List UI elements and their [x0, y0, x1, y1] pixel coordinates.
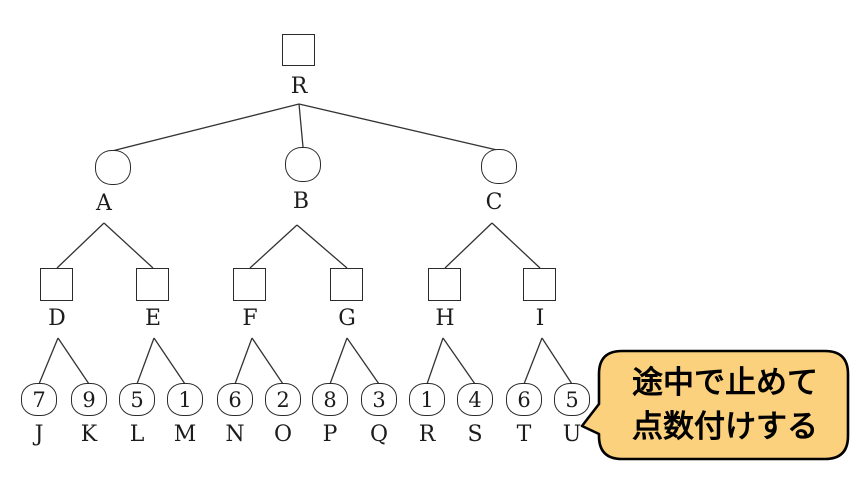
node-I-square: [523, 268, 556, 301]
leaf-U-label: U: [562, 422, 582, 447]
node-D-square: [40, 268, 73, 301]
speech-bubble-text: 途中で止めて 点数付けする: [601, 352, 849, 458]
node-I-label: I: [535, 306, 545, 331]
leaf-S-circle: 4: [457, 383, 493, 416]
node-G-square: [330, 268, 363, 301]
leaf-J-label: J: [34, 422, 44, 447]
leaf-P-value: 8: [323, 387, 337, 412]
speech-bubble-line1: 途中で止めて: [632, 364, 818, 400]
speech-bubble: [580, 349, 850, 461]
leaf-Q-circle: 3: [361, 383, 397, 416]
leaf-L-value: 5: [130, 387, 144, 412]
node-A-label: A: [96, 191, 112, 216]
leaf-T-value: 6: [517, 387, 531, 412]
node-G-label: G: [338, 306, 356, 331]
leaf-K-label: K: [80, 422, 98, 447]
leaf-M-label: M: [173, 422, 197, 447]
leaf-P-circle: 8: [312, 383, 348, 416]
leaf-N-circle: 6: [217, 383, 253, 416]
leaf-L-label: L: [129, 422, 145, 447]
node-H-label: H: [435, 306, 455, 331]
node-B-label: B: [292, 189, 310, 214]
leaf-K-value: 9: [82, 387, 96, 412]
leaf-M-circle: 1: [167, 383, 203, 416]
node-R-label: R: [290, 74, 308, 99]
leaf-N-value: 6: [228, 387, 242, 412]
node-C-label: C: [485, 190, 503, 215]
leaf-R-label: R: [418, 422, 436, 447]
node-R-square: [282, 34, 315, 66]
node-E-square: [136, 268, 169, 301]
node-F-label: F: [242, 306, 258, 331]
leaf-U-circle: 5: [554, 383, 590, 416]
leaf-O-label: O: [273, 422, 293, 447]
node-H-square: [428, 268, 461, 301]
leaf-R-circle: 1: [409, 383, 445, 416]
node-D-label: D: [48, 306, 66, 331]
leaf-Q-label: Q: [369, 422, 389, 447]
leaf-S-value: 4: [468, 387, 482, 412]
leaf-Q-value: 3: [372, 387, 386, 412]
node-E-label: E: [144, 306, 162, 331]
leaf-T-label: T: [516, 422, 532, 447]
node-F-square: [233, 268, 266, 301]
leaf-P-label: P: [322, 422, 338, 447]
leaf-S-label: S: [467, 422, 483, 447]
node-A-circle: [95, 150, 131, 185]
speech-bubble-shape: [580, 349, 850, 461]
leaf-M-value: 1: [178, 387, 192, 412]
leaf-N-label: N: [225, 422, 245, 447]
leaf-J-circle: 7: [21, 383, 57, 416]
leaf-O-value: 2: [276, 387, 290, 412]
leaf-J-value: 7: [32, 387, 46, 412]
leaf-R-value: 1: [420, 387, 434, 412]
speech-bubble-line2: 点数付けする: [632, 409, 818, 444]
leaf-U-value: 5: [565, 387, 579, 412]
node-C-circle: [481, 149, 517, 184]
node-B-circle: [285, 147, 321, 182]
leaf-K-circle: 9: [71, 383, 107, 416]
leaf-T-circle: 6: [506, 383, 542, 416]
leaf-O-circle: 2: [265, 383, 301, 416]
leaf-L-circle: 5: [119, 383, 155, 416]
